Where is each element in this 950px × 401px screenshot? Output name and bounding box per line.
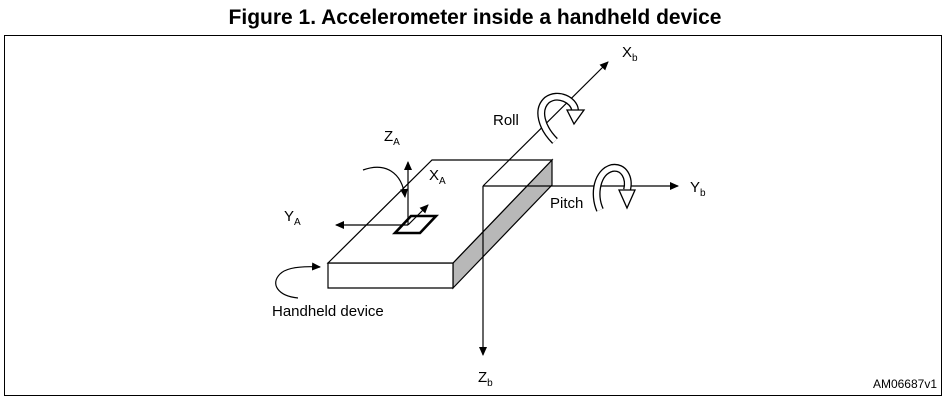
roll-label: Roll — [493, 112, 519, 129]
y-b-label: Yb — [690, 179, 706, 199]
device-pointer-curve — [275, 262, 321, 299]
roll-rotation-arrow — [537, 92, 586, 144]
sensor-chip — [391, 214, 440, 235]
pitch-label: Pitch — [550, 195, 583, 212]
accelerometer-sensor — [335, 161, 440, 235]
pitch-rotation-arrow — [592, 163, 637, 212]
x-a-axis-line — [407, 204, 429, 226]
x-b-label: Xb — [622, 44, 638, 64]
y-a-label: YA — [284, 208, 301, 228]
sensor-pointer-curve — [362, 166, 409, 198]
device-front-face — [327, 262, 454, 289]
x-a-label: XA — [429, 167, 446, 187]
handheld-device-label: Handheld device — [272, 303, 384, 320]
z-b-label: Zb — [478, 369, 493, 389]
reference-code: AM06687v1 — [873, 377, 937, 391]
figure-title: Figure 1. Accelerometer inside a handhel… — [228, 6, 722, 29]
figure-frame — [4, 35, 942, 396]
z-a-label: ZA — [384, 128, 400, 148]
